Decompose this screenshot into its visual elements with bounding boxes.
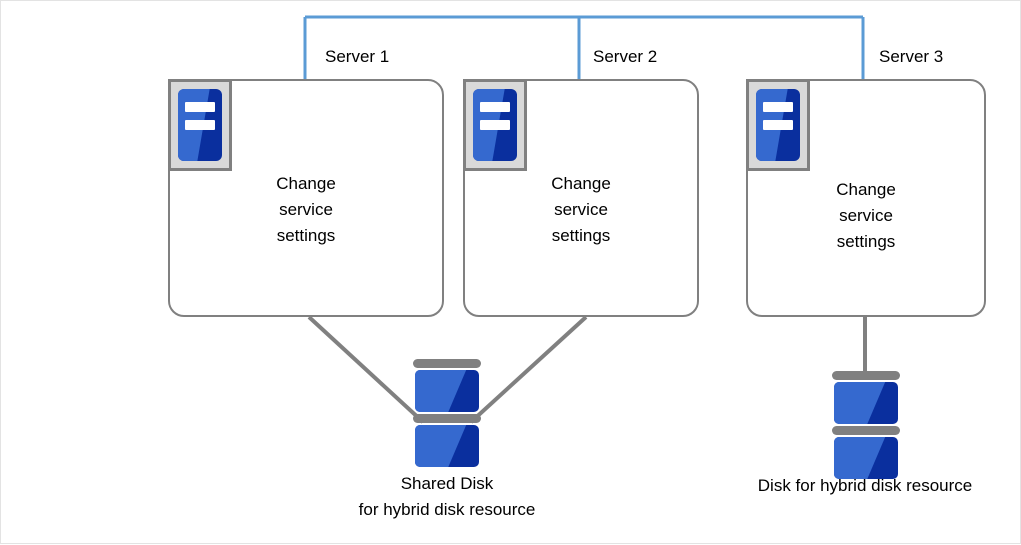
server-box-2[interactable]: Change service settings (463, 79, 699, 317)
server-chassis-3 (756, 89, 800, 161)
server-tag-3: Server 3 (879, 47, 944, 66)
disk-stack-server3[interactable] (832, 371, 900, 481)
server-box-label-3: Change service settings (836, 180, 896, 251)
server-chassis-bar-bottom (185, 120, 215, 130)
disk-caption-server3: Disk for hybrid disk resource (757, 476, 973, 495)
server-chassis-1 (178, 89, 222, 161)
server-box-label-2: Change service settings (551, 174, 611, 245)
disk-platter-bottom (834, 437, 898, 479)
disk-connector-lines (307, 315, 867, 424)
disk-caption-shared: Shared Disk for hybrid disk resource (358, 474, 536, 519)
server-icon-2 (463, 79, 527, 171)
server-chassis-bar-bottom (480, 120, 510, 130)
server-tag-2: Server 2 (593, 47, 658, 66)
server-box-3[interactable]: Change service settings (746, 79, 986, 317)
server-box-label-1: Change service settings (276, 174, 336, 245)
server-box-1[interactable]: Change service settings (168, 79, 444, 317)
disk-cap-middle (413, 414, 481, 423)
disk-cap-middle (832, 426, 900, 435)
server-icon-3 (746, 79, 810, 171)
disk-platter-bottom (415, 425, 479, 467)
server-chassis-bar-top (185, 102, 215, 112)
disk-platter-highlight (834, 382, 886, 424)
disk-platter-highlight (415, 370, 467, 412)
server-chassis-bar-top (763, 102, 793, 112)
disk-platter-highlight (415, 425, 467, 467)
server-chassis-bar-bottom (763, 120, 793, 130)
connector-server2-to-shared-disk (469, 315, 588, 424)
disk-platter-top (415, 370, 479, 412)
disk-cap-top (413, 359, 481, 368)
server-chassis-bar-top (480, 102, 510, 112)
server-chassis-2 (473, 89, 517, 161)
disk-cap-top (832, 371, 900, 380)
connector-server1-to-shared-disk (307, 315, 425, 424)
disk-stack-shared[interactable] (413, 359, 481, 469)
disk-platter-top (834, 382, 898, 424)
server-tag-1: Server 1 (325, 47, 390, 66)
server-icon-1 (168, 79, 232, 171)
